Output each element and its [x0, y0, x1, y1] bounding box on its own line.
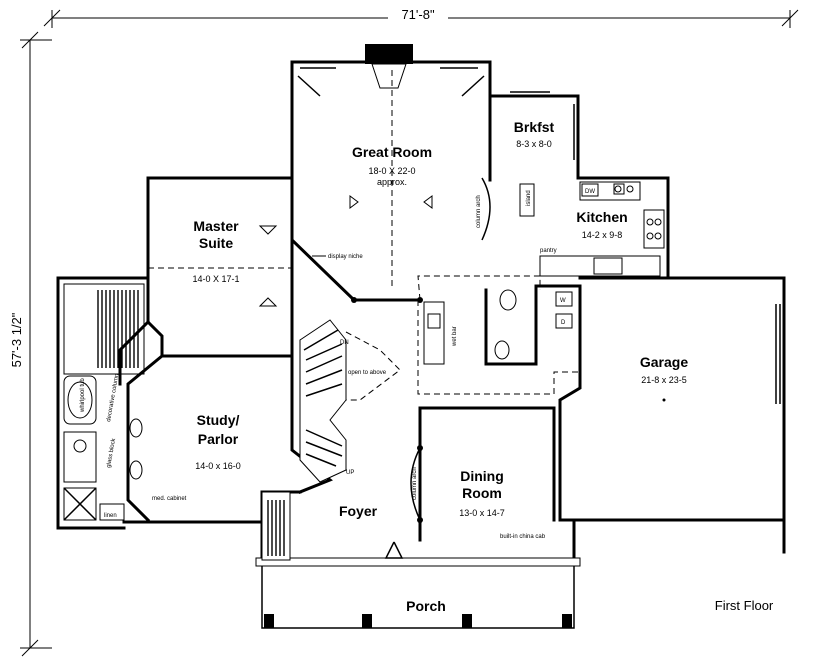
- garage-name: Garage: [640, 354, 688, 370]
- great-room-size: 18-0 X 22-0: [368, 166, 415, 176]
- fireplace: [365, 44, 413, 64]
- great-room-note: approx.: [377, 177, 407, 187]
- note-dw: DW: [585, 189, 595, 195]
- porch: [255, 491, 581, 629]
- note-column-arch-2: column arch: [412, 467, 418, 500]
- kitchen-name: Kitchen: [576, 209, 627, 225]
- room-garage: Garage 21-8 x 23-5: [640, 354, 688, 402]
- master-name-1: Master: [193, 218, 239, 234]
- room-dining: Dining Room 13-0 x 14-7: [459, 468, 505, 518]
- great-room-name: Great Room: [352, 144, 432, 160]
- master-suite-walls: [146, 176, 294, 358]
- foyer-name: Foyer: [339, 503, 378, 519]
- study-name-1: Study/: [197, 412, 240, 428]
- note-island: island: [526, 190, 532, 206]
- note-med-cabinet: med. cabinet: [152, 496, 187, 502]
- brkfst-name: Brkfst: [514, 119, 555, 135]
- note-decorative-column: decorative column: [106, 373, 120, 422]
- garage: [558, 276, 786, 522]
- master-bath: [63, 283, 165, 523]
- overall-width-label: 71'-8": [401, 7, 435, 22]
- ceiling-arrows: [258, 195, 433, 307]
- study-name-2: Parlor: [198, 431, 239, 447]
- room-kitchen: Kitchen 14-2 x 9-8: [576, 209, 627, 240]
- porch-name: Porch: [406, 598, 446, 614]
- kitchen-size: 14-2 x 9-8: [582, 230, 623, 240]
- note-display-niche: display niche: [328, 254, 363, 260]
- master-size: 14-0 X 17-1: [192, 274, 239, 284]
- note-pantry: pantry: [540, 248, 557, 254]
- note-dn: DN: [340, 340, 349, 346]
- dining-size: 13-0 x 14-7: [459, 508, 505, 518]
- garage-size: 21-8 x 23-5: [641, 375, 687, 385]
- room-brkfst: Brkfst 8-3 x 8-0: [514, 119, 555, 149]
- note-open-to-above: open to above: [348, 370, 387, 376]
- floor-label: First Floor: [715, 598, 774, 613]
- dining-name-2: Room: [462, 485, 502, 501]
- note-up: UP: [346, 470, 354, 476]
- staircase: [299, 319, 401, 483]
- kitchen: [519, 181, 665, 277]
- master-name-2: Suite: [199, 235, 233, 251]
- room-study: Study/ Parlor 14-0 x 16-0: [195, 412, 241, 471]
- note-linen: linen: [104, 513, 117, 519]
- note-dryer: D: [561, 320, 566, 326]
- note-builtin-china: built-in china cab: [500, 534, 546, 540]
- note-washer: W: [560, 298, 566, 304]
- note-column-arch-1: column arch: [476, 195, 482, 228]
- dining-name-1: Dining: [460, 468, 504, 484]
- laundry-powder: [484, 284, 582, 366]
- wet-bar: [417, 300, 580, 395]
- study-size: 14-0 x 16-0: [195, 461, 241, 471]
- annotations: display niche open to above pantry islan…: [80, 189, 595, 540]
- note-whirlpool-tub: whirlpool tub: [80, 378, 86, 413]
- great-room-windows: [297, 67, 575, 160]
- room-great-room: Great Room 18-0 X 22-0 approx.: [352, 144, 432, 187]
- note-wet-bar: wet bar: [452, 326, 458, 347]
- room-master-suite: Master Suite 14-0 X 17-1: [192, 218, 239, 284]
- great-room-walls: [290, 70, 541, 302]
- note-glass-block: glass block: [106, 437, 117, 468]
- overall-depth-label: 57'-3 1/2": [9, 312, 24, 367]
- brkfst-size: 8-3 x 8-0: [516, 139, 552, 149]
